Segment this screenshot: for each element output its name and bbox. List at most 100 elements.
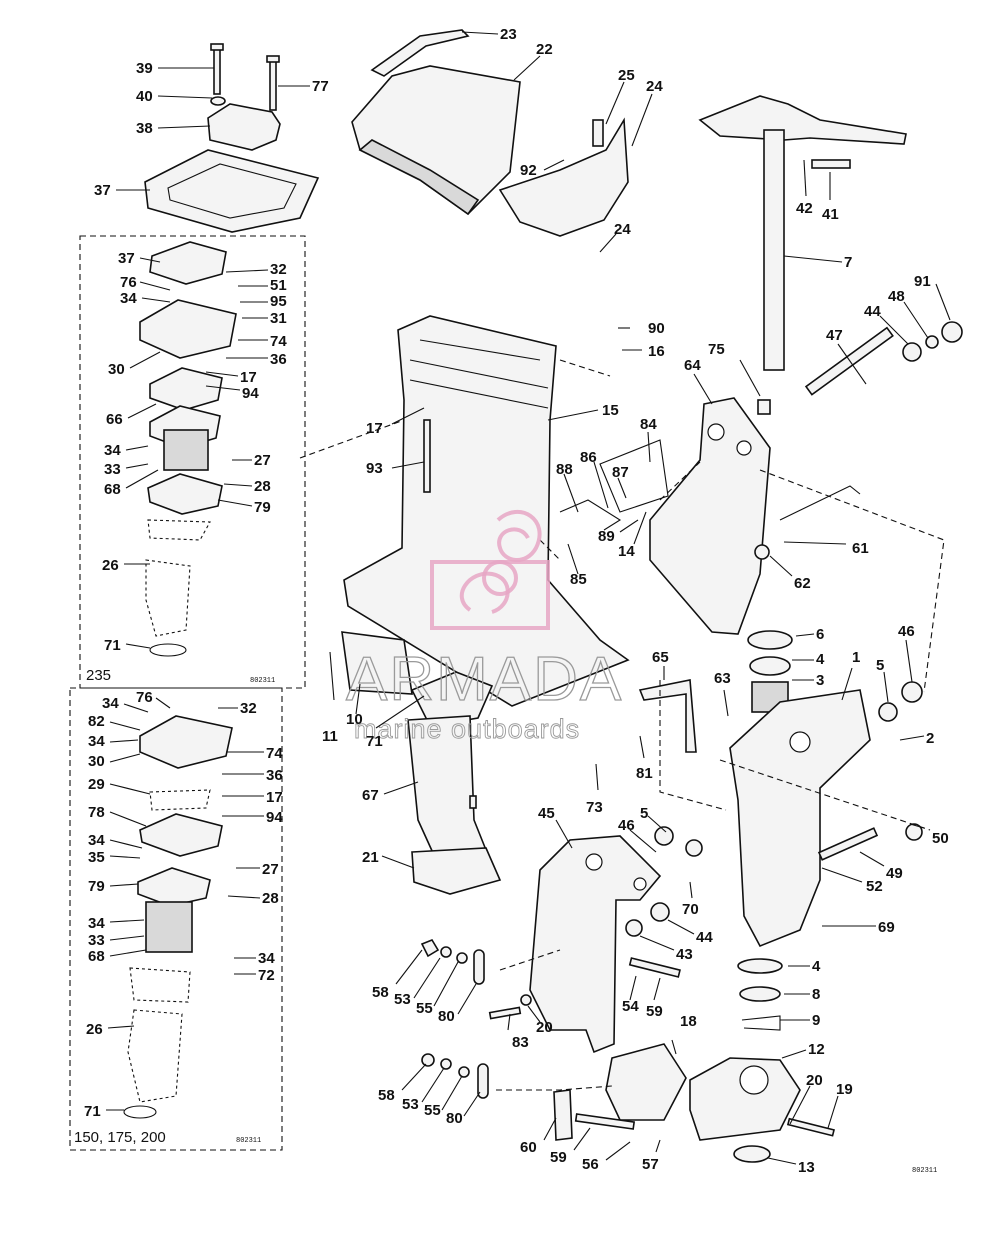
- callout-50: 50: [932, 830, 949, 847]
- callout-65: 65: [652, 649, 669, 666]
- callout-73: 73: [586, 799, 603, 816]
- drawing-code-upper: 802311: [250, 677, 275, 685]
- callout-27-a: 27: [254, 452, 271, 469]
- callout-79-a: 79: [254, 499, 271, 516]
- callout-34-e: 34: [88, 832, 105, 849]
- callout-80-a: 80: [438, 1008, 455, 1025]
- callout-34-c: 34: [102, 695, 119, 712]
- callout-44-b: 44: [696, 929, 713, 946]
- callout-76-b: 76: [136, 689, 153, 706]
- callout-54: 54: [622, 998, 639, 1015]
- callout-37-top: 37: [94, 182, 111, 199]
- watermark: ARMADA marine outboards: [345, 509, 623, 744]
- callout-77: 77: [312, 78, 329, 95]
- callout-29: 29: [88, 776, 105, 793]
- callout-21: 21: [362, 849, 379, 866]
- callout-68-b: 68: [88, 948, 105, 965]
- callout-55-a: 55: [416, 1000, 433, 1017]
- callout-22: 22: [536, 41, 553, 58]
- callout-42: 42: [796, 200, 813, 217]
- callout-2: 2: [926, 730, 934, 747]
- guide-lines: [299, 359, 945, 1091]
- callout-66: 66: [106, 411, 123, 428]
- callout-61: 61: [852, 540, 869, 557]
- callout-49: 49: [886, 865, 903, 882]
- callout-18: 18: [680, 1013, 697, 1030]
- callout-60: 60: [520, 1139, 537, 1156]
- callout-41: 41: [822, 206, 839, 223]
- model-150-175-200-group: 150, 175, 200 802311: [69, 687, 283, 1151]
- callout-67: 67: [362, 787, 379, 804]
- callout-84: 84: [640, 416, 657, 433]
- callout-78: 78: [88, 804, 105, 821]
- callout-36-b: 36: [266, 767, 283, 784]
- callout-64: 64: [684, 357, 701, 374]
- callout-31: 31: [270, 310, 287, 327]
- parts-top-left: [144, 43, 320, 233]
- callout-51: 51: [270, 277, 287, 294]
- parts-lower-box: [123, 715, 233, 1119]
- callout-6: 6: [816, 626, 824, 643]
- drawing-code-page: 802311: [912, 1167, 937, 1175]
- parts-right: [649, 95, 963, 1163]
- callout-9: 9: [812, 1012, 820, 1029]
- callout-38: 38: [136, 120, 153, 137]
- callout-94-a: 94: [242, 385, 259, 402]
- callout-52: 52: [866, 878, 883, 895]
- callout-27-b: 27: [262, 861, 279, 878]
- callout-76: 76: [120, 274, 137, 291]
- callout-17-c: 17: [366, 420, 383, 437]
- callout-83: 83: [512, 1034, 529, 1051]
- callout-58-a: 58: [372, 984, 389, 1001]
- callout-30-b: 30: [88, 753, 105, 770]
- callout-86: 86: [580, 449, 597, 466]
- callout-82: 82: [88, 713, 105, 730]
- callout-80-b: 80: [446, 1110, 463, 1127]
- callout-87: 87: [612, 464, 629, 481]
- callout-14: 14: [618, 543, 635, 560]
- callout-93: 93: [366, 460, 383, 477]
- callout-8: 8: [812, 986, 820, 1003]
- callout-88: 88: [556, 461, 573, 478]
- callout-56: 56: [582, 1156, 599, 1173]
- callout-35: 35: [88, 849, 105, 866]
- model-150-175-200-label: 150, 175, 200: [74, 1129, 166, 1146]
- callout-39: 39: [136, 60, 153, 77]
- callout-25: 25: [618, 67, 635, 84]
- parts-shroud: [351, 29, 629, 237]
- callout-34-b: 34: [104, 442, 121, 459]
- callout-62: 62: [794, 575, 811, 592]
- callout-71-c: 71: [366, 733, 383, 750]
- callout-55-b: 55: [424, 1102, 441, 1119]
- callout-59-a: 59: [646, 1003, 663, 1020]
- callout-57: 57: [642, 1156, 659, 1173]
- callout-74-a: 74: [270, 333, 287, 350]
- callout-15: 15: [602, 402, 619, 419]
- callout-24-a: 24: [646, 78, 663, 95]
- parts-upper-box: [139, 241, 237, 657]
- callout-92: 92: [520, 162, 537, 179]
- callout-70: 70: [682, 901, 699, 918]
- callout-75: 75: [708, 341, 725, 358]
- callout-79-b: 79: [88, 878, 105, 895]
- callout-40: 40: [136, 88, 153, 105]
- callout-48: 48: [888, 288, 905, 305]
- callout-53-b: 53: [402, 1096, 419, 1113]
- callout-34-g: 34: [258, 950, 275, 967]
- callout-74-b: 74: [266, 745, 283, 762]
- callout-91: 91: [914, 273, 931, 290]
- callout-63: 63: [714, 670, 731, 687]
- watermark-brand: ARMADA: [346, 645, 623, 714]
- callout-20-b: 20: [536, 1019, 553, 1036]
- callouts: 39 40 38 77 37 37 76 34 30 66 34 33 68 2…: [84, 26, 951, 1176]
- callout-19: 19: [836, 1081, 853, 1098]
- callout-33: 33: [104, 461, 121, 478]
- callout-23: 23: [500, 26, 517, 43]
- callout-34-a: 34: [120, 290, 137, 307]
- callout-81: 81: [636, 765, 653, 782]
- callout-26-a: 26: [102, 557, 119, 574]
- callout-24-b: 24: [614, 221, 631, 238]
- callout-1: 1: [852, 649, 860, 666]
- callout-28-a: 28: [254, 478, 271, 495]
